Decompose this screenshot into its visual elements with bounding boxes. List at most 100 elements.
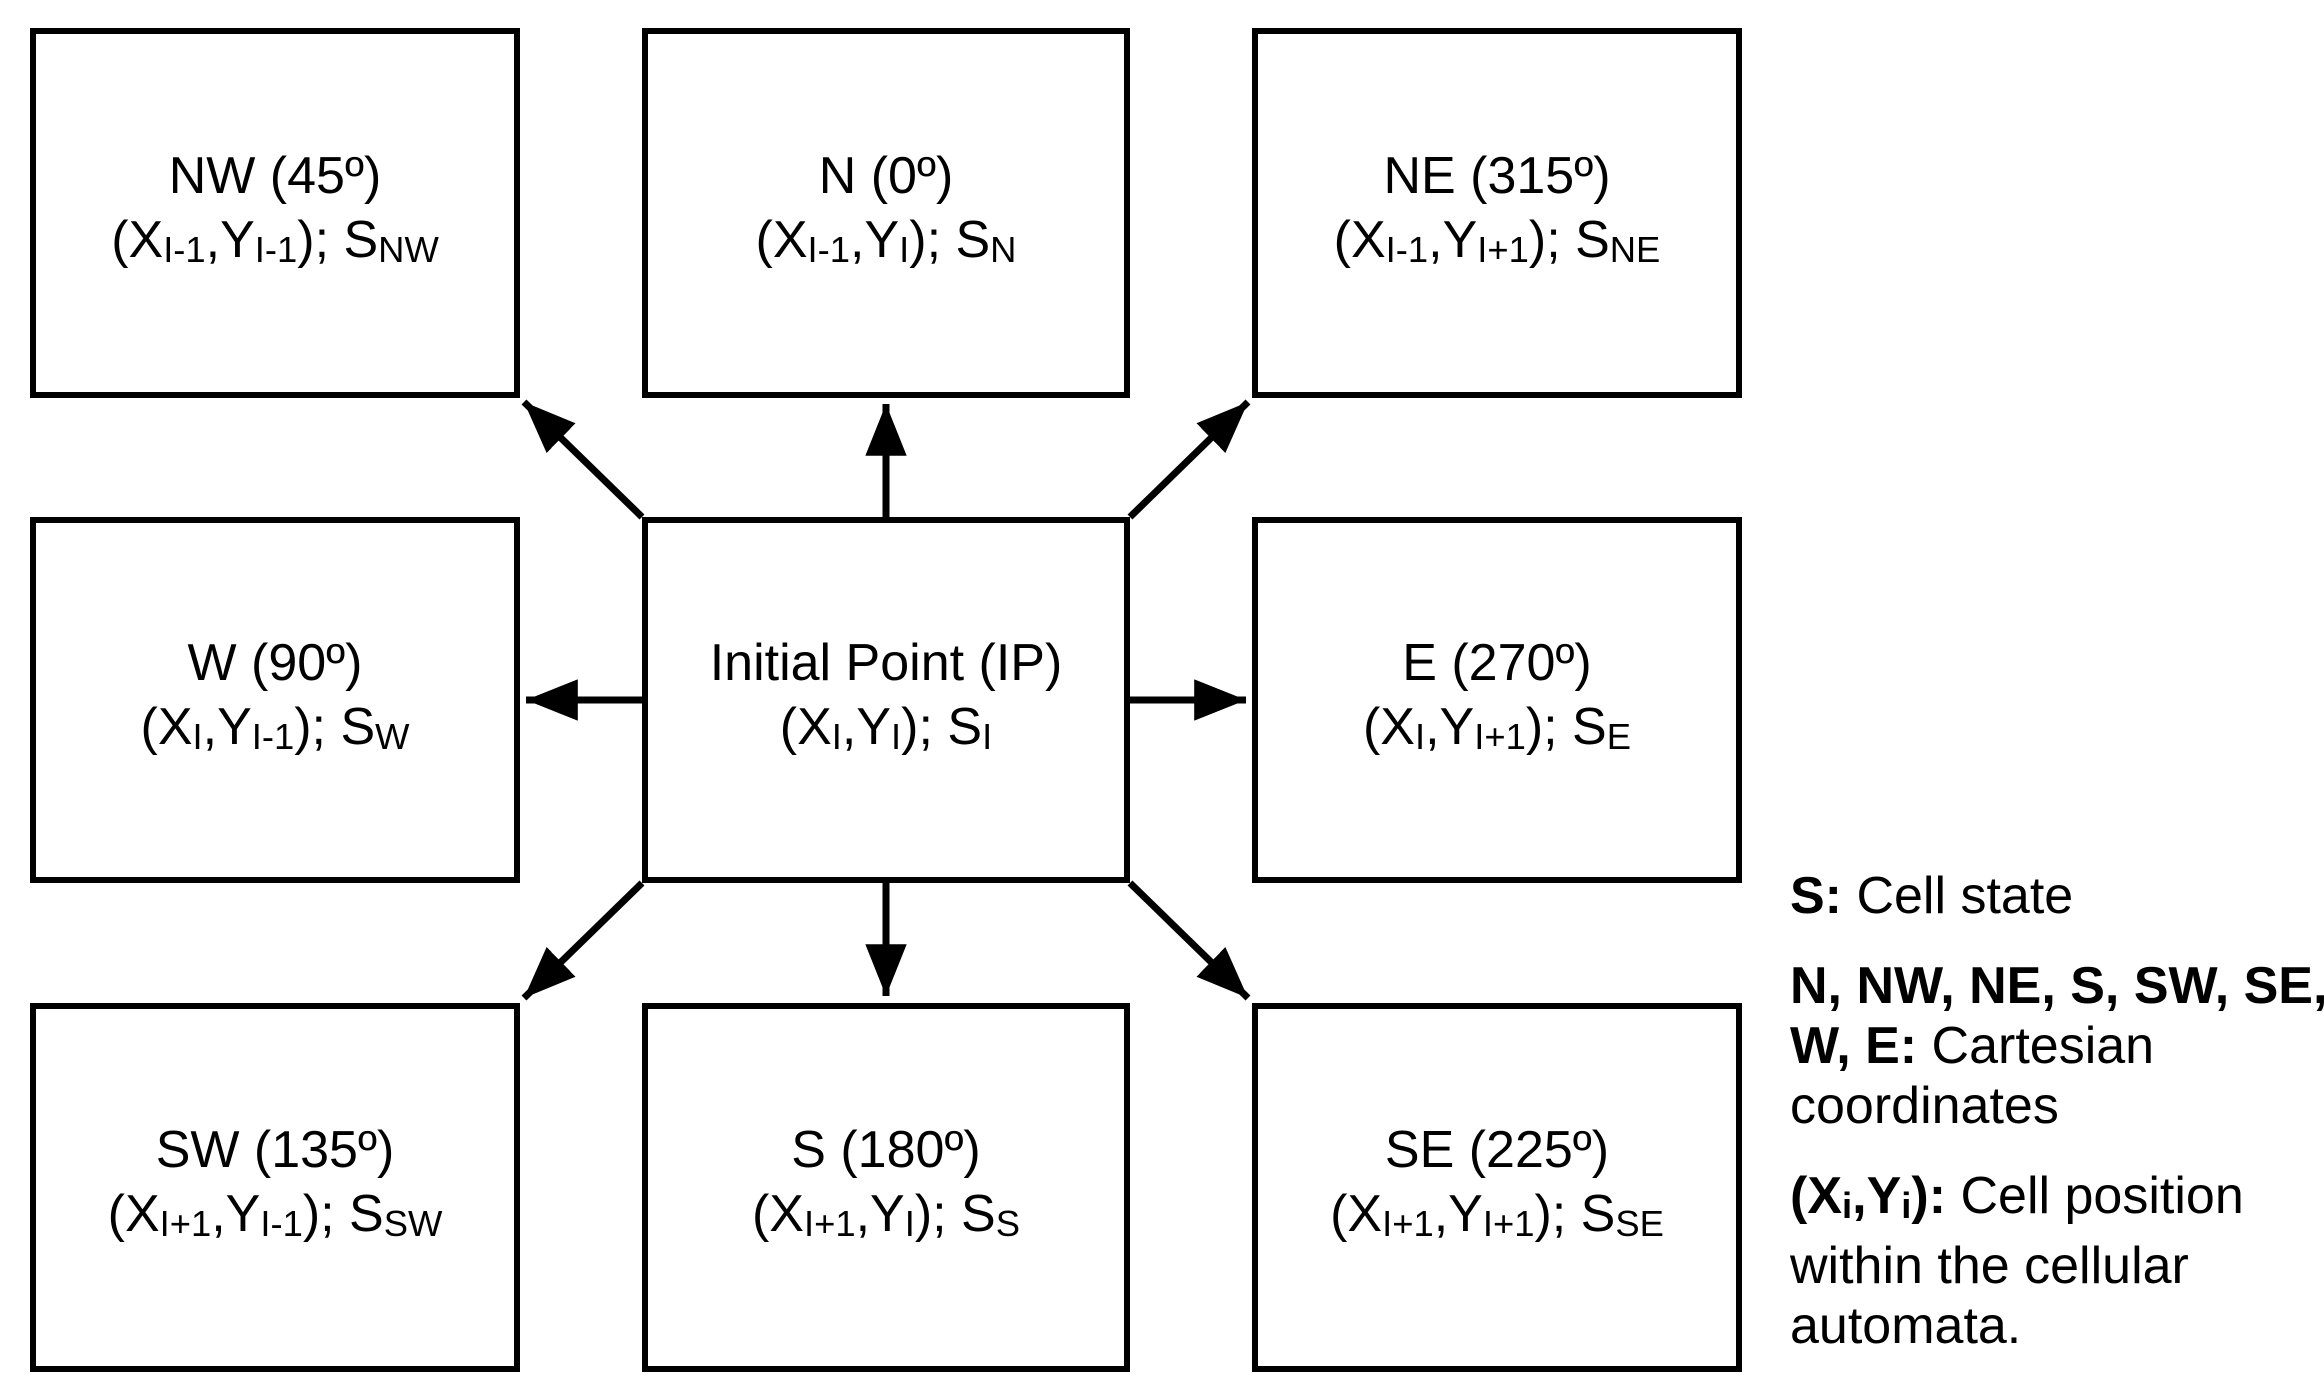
subscript: I-1 — [251, 716, 295, 758]
subscript: W — [375, 716, 410, 758]
legend-cell-state: S: Cell state — [1790, 866, 2324, 926]
formula-text: (X — [107, 1185, 160, 1244]
subscript: SE — [1615, 1203, 1664, 1245]
formula-text: ,Y — [855, 1185, 905, 1244]
cell-box-n: N (0º) (XI-1,YI); SN — [642, 28, 1130, 398]
formula-text: ); S — [297, 210, 379, 269]
cell-formula-sw: (XI+1,YI-1); SSW — [108, 1182, 443, 1256]
formula-text: ,Y — [1428, 210, 1478, 269]
subscript: I+1 — [1474, 716, 1526, 758]
formula-text: ); S — [901, 697, 983, 756]
subscript: I-1 — [1385, 229, 1429, 271]
subscript: I — [1414, 716, 1426, 758]
cell-formula-nw: (XI-1,YI-1); SNW — [111, 208, 439, 282]
subscript: I+1 — [1477, 229, 1529, 271]
subscript: I — [982, 716, 993, 758]
arrow-northeast-icon — [1127, 399, 1251, 520]
formula-text: ,Y — [202, 697, 252, 756]
formula-text: ); S — [302, 1185, 384, 1244]
subscript: I+1 — [159, 1203, 212, 1245]
legend-term-position: (Xi,Yi): — [1790, 1167, 1947, 1227]
formula-text: ): — [1911, 1167, 1947, 1225]
formula-text: (X — [111, 210, 164, 269]
cell-title-nw: NW (45º) — [168, 146, 382, 205]
cell-title-se: SE (225º) — [1384, 1121, 1610, 1180]
legend-cell-position: (Xi,Yi): Cell position within the cellul… — [1790, 1166, 2324, 1356]
formula-text: ,Y — [1433, 1185, 1483, 1244]
formula-text: ,Y — [205, 210, 255, 269]
subscript: I+1 — [803, 1203, 856, 1245]
formula-text: (X — [1362, 697, 1415, 756]
legend: S: Cell state N, NW, NE, S, SW, SE, W, E… — [1790, 866, 2324, 1356]
subscript: I — [831, 716, 842, 758]
legend-term-s: S: — [1790, 867, 1842, 925]
arrow-northwest-icon — [521, 399, 645, 520]
formula-text: ); S — [914, 1185, 996, 1244]
subscript: I-1 — [163, 229, 206, 271]
arrow-southeast-icon — [1127, 880, 1251, 1001]
cell-box-ne: NE (315º) (XI-1,YI+1); SNE — [1252, 28, 1742, 398]
cell-formula-se: (XI+1,YI+1); SSE — [1330, 1182, 1664, 1256]
legend-directions: N, NW, NE, S, SW, SE, W, E: Cartesian co… — [1790, 956, 2324, 1136]
subscript: E — [1606, 716, 1632, 758]
cell-title-n: N (0º) — [818, 146, 954, 205]
legend-def-position: Cell position within the cellular automa… — [1790, 1167, 2244, 1356]
cell-box-se: SE (225º) (XI+1,YI+1); SSE — [1252, 1003, 1742, 1372]
cell-title-initial-point: Initial Point (IP) — [709, 633, 1063, 692]
subscript: SW — [383, 1203, 443, 1245]
formula-text: (X — [755, 210, 808, 269]
subscript: I-1 — [807, 229, 850, 271]
formula-text: ,Y — [211, 1185, 261, 1244]
subscript: S — [995, 1203, 1021, 1245]
cell-title-ne: NE (315º) — [1383, 146, 1611, 205]
subscript: I — [899, 229, 910, 271]
cell-title-w: W (90º) — [187, 633, 363, 692]
subscript: I-1 — [260, 1203, 303, 1245]
cell-box-nw: NW (45º) (XI-1,YI-1); SNW — [30, 28, 520, 398]
formula-text: (X — [1333, 210, 1386, 269]
subscript: i — [1901, 1185, 1912, 1227]
formula-text: (X — [1790, 1167, 1842, 1225]
cell-box-w: W (90º) (XI,YI-1); SW — [30, 517, 520, 883]
cell-formula-s: (XI+1,YI); SS — [752, 1182, 1020, 1256]
cell-box-sw: SW (135º) (XI+1,YI-1); SSW — [30, 1003, 520, 1372]
formula-text: ); S — [1525, 697, 1607, 756]
cell-formula-ne: (XI-1,YI+1); SNE — [1334, 208, 1661, 282]
subscript: I — [904, 1203, 915, 1245]
formula-text: ); S — [1528, 210, 1610, 269]
subscript: I — [192, 716, 203, 758]
formula-text: ,Y — [1425, 697, 1475, 756]
formula-text: (X — [140, 697, 193, 756]
legend-term-directions: N, NW, NE, S, SW, SE, W, E: — [1790, 957, 2324, 1075]
formula-text: ,Y — [841, 697, 892, 756]
subscript: I+1 — [1482, 1203, 1535, 1245]
subscript: NE — [1609, 229, 1661, 271]
cell-formula-w: (XI,YI-1); SW — [141, 695, 410, 769]
cell-box-e: E (270º) (XI,YI+1); SE — [1252, 517, 1742, 883]
cell-box-initial-point: Initial Point (IP) (XI,YI); SI — [642, 517, 1130, 883]
formula-text: (X — [779, 697, 832, 756]
cell-formula-e: (XI,YI+1); SE — [1363, 695, 1631, 769]
subscript: I-1 — [254, 229, 298, 271]
formula-text: ,Y — [850, 210, 900, 269]
formula-text: ,Y — [1852, 1167, 1902, 1225]
cell-formula-n: (XI-1,YI); SN — [756, 208, 1017, 282]
subscript: NW — [378, 229, 439, 271]
subscript: I+1 — [1382, 1203, 1434, 1245]
cell-box-s: S (180º) (XI+1,YI); SS — [642, 1003, 1130, 1372]
legend-def-directions: Cartesian coordinates — [1790, 1017, 2155, 1135]
subscript: i — [1842, 1185, 1853, 1227]
formula-text: (X — [751, 1185, 804, 1244]
cell-title-e: E (270º) — [1402, 633, 1592, 692]
cell-title-s: S (180º) — [791, 1121, 981, 1180]
formula-text: ); S — [1534, 1185, 1616, 1244]
legend-def-s: Cell state — [1842, 867, 2074, 925]
cell-title-sw: SW (135º) — [155, 1121, 395, 1180]
formula-text: ); S — [909, 210, 991, 269]
formula-text: ); S — [294, 697, 376, 756]
subscript: I — [891, 716, 902, 758]
formula-text: (X — [1330, 1185, 1383, 1244]
arrow-southwest-icon — [521, 880, 645, 1001]
